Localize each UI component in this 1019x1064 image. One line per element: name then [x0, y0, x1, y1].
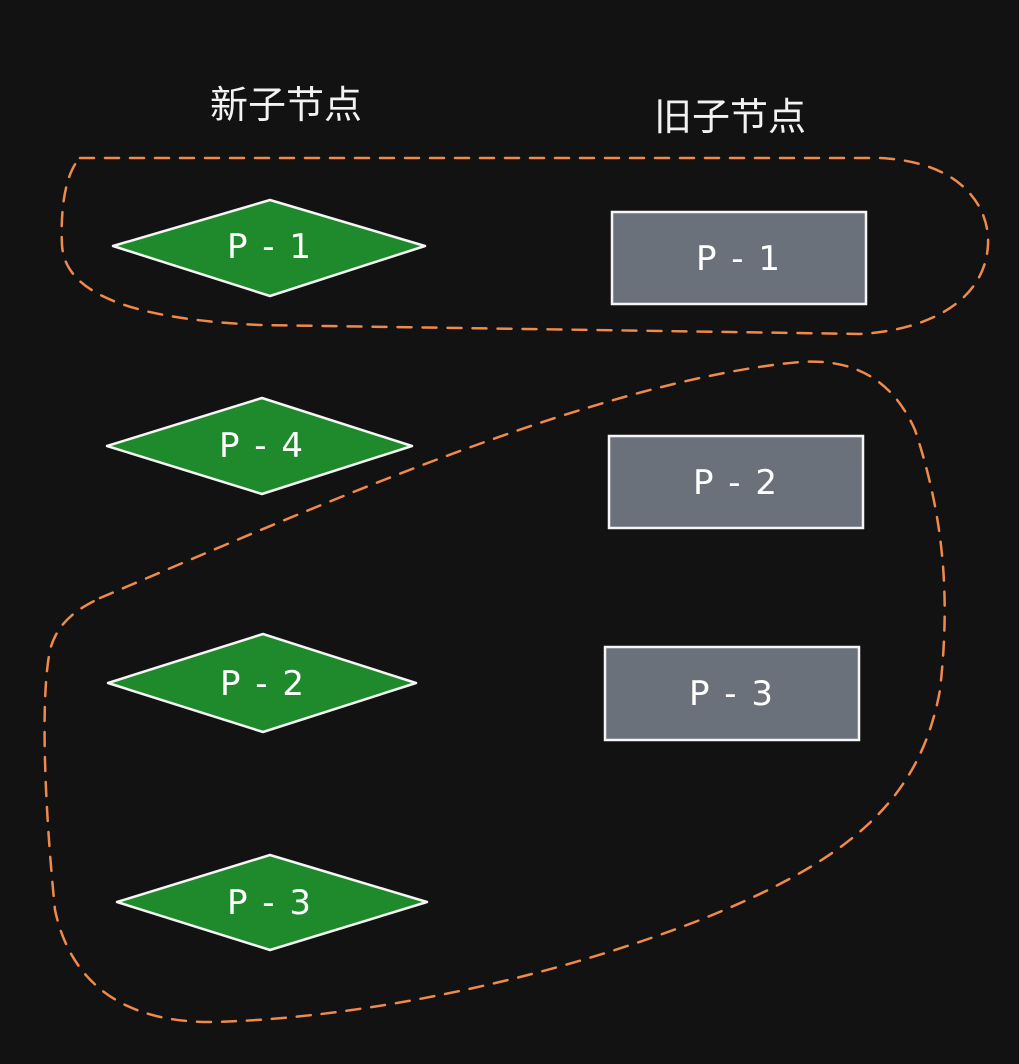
new-node-p2: P - 2: [106, 632, 418, 734]
old-node-p2-label: P - 2: [693, 463, 779, 503]
new-node-p4-label: P - 4: [219, 426, 305, 466]
new-node-p2-label: P - 2: [220, 664, 306, 704]
group-outline-2: [43, 360, 946, 1024]
old-node-p1-label: P - 1: [696, 239, 782, 279]
old-node-p3: P - 3: [603, 645, 861, 742]
new-node-p1-label: P - 1: [227, 227, 313, 267]
new-node-p3: P - 3: [115, 853, 429, 952]
old-children-title: 旧子节点: [654, 95, 806, 139]
old-node-p3-label: P - 3: [689, 674, 775, 714]
group-outline-1: [60, 156, 990, 336]
new-node-p3-label: P - 3: [227, 883, 313, 923]
new-node-p1: P - 1: [111, 198, 427, 298]
old-node-p2: P - 2: [607, 434, 865, 530]
new-children-title: 新子节点: [210, 83, 362, 127]
old-node-p1: P - 1: [610, 210, 868, 306]
new-node-p4: P - 4: [105, 396, 414, 496]
